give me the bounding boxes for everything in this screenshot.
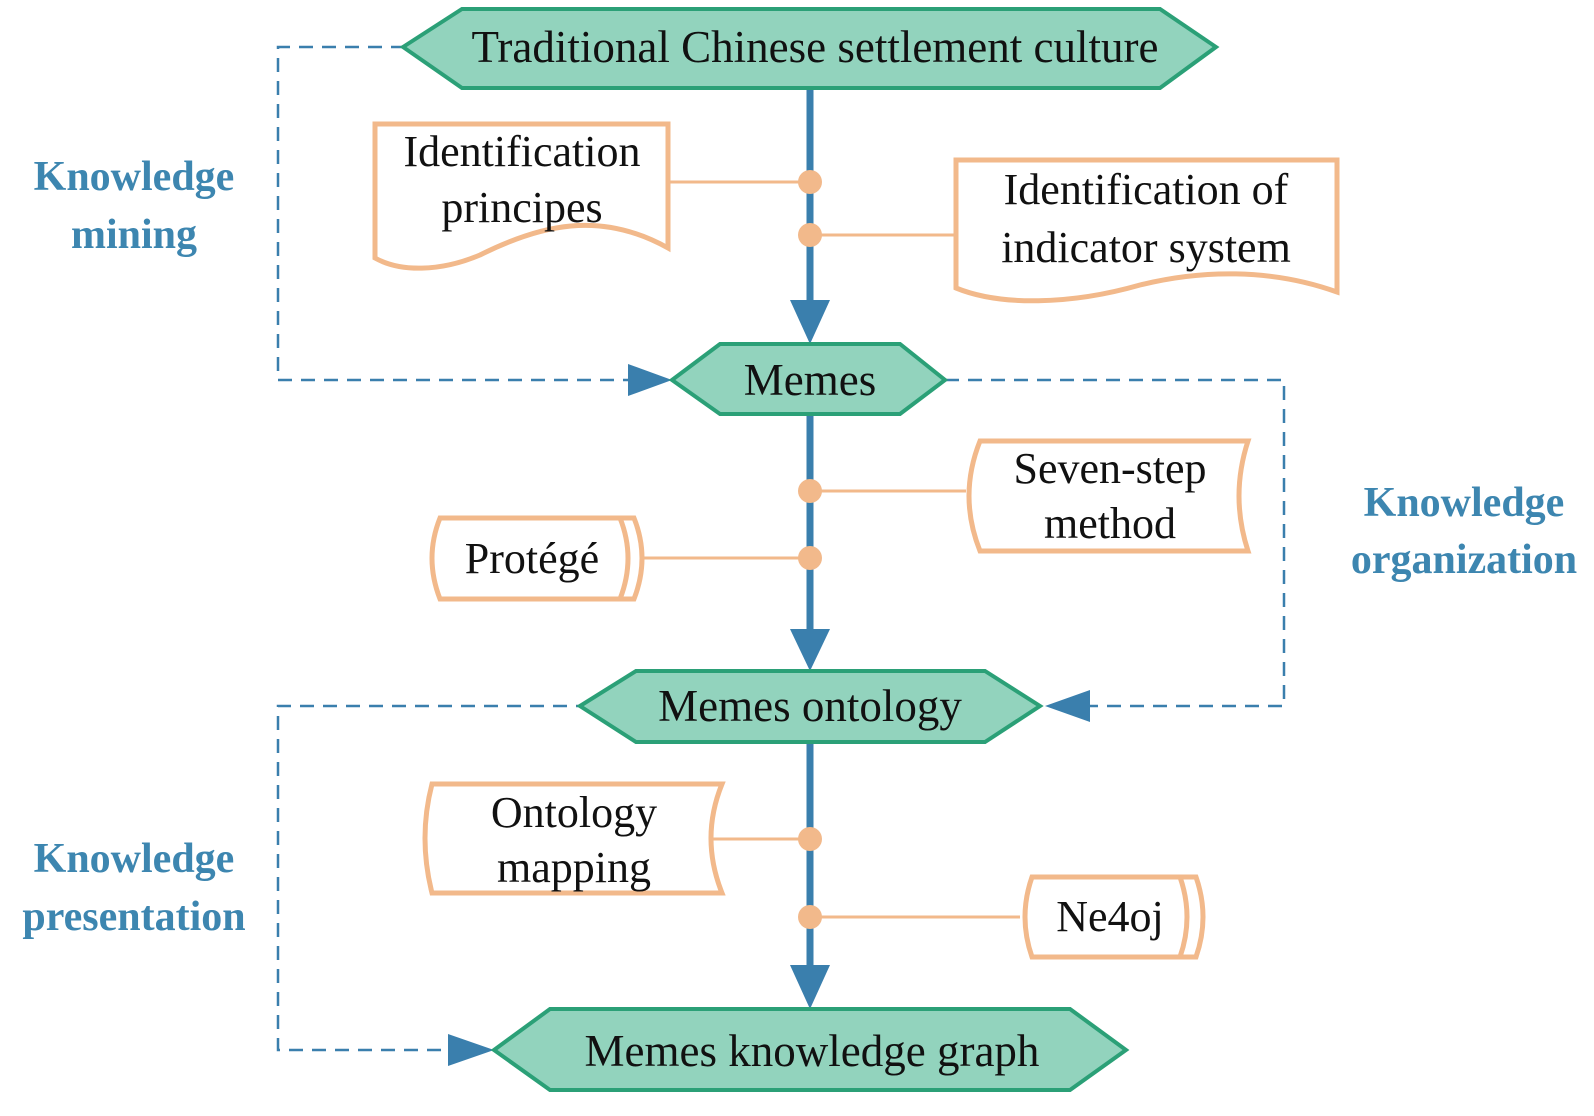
node-label: Memes [744,355,876,405]
box-line-1: Ontology [491,788,657,837]
box-seven-step-method: Seven-step method [966,438,1252,554]
box-identification-of-indicator-system: Identification of indicator system [953,157,1340,304]
arrow-to-memes-ontology [790,629,830,671]
arrow-to-memes-knowledge-graph [790,965,830,1009]
stage-line-1: Knowledge [1364,480,1565,526]
box-line-2: indicator system [1001,223,1291,272]
box-line-2: method [1044,499,1176,548]
box-line-2: mapping [497,843,651,892]
box-ontology-mapping: Ontology mapping [422,781,726,896]
node-label: Traditional Chinese settlement culture [472,22,1159,72]
knowledge-organization-dashed-connector [945,378,1286,722]
node-memes-knowledge-graph: Memes knowledge graph [490,1007,1130,1092]
node-traditional-chinese-settlement-culture: Traditional Chinese settlement culture [399,7,1220,90]
stage-line-2: presentation [22,894,245,940]
box-line-1: Identification of [1004,165,1289,214]
stage-line-1: Knowledge [34,154,235,200]
box-line-1: Ne4oj [1056,892,1164,941]
branch-dot-seven-step-method [798,479,822,503]
branch-dot-ontology-mapping [798,827,822,851]
node-memes-ontology: Memes ontology [576,669,1044,744]
branch-dot-identification-principles [798,170,822,194]
stage-label-knowledge-mining: Knowledge mining [34,154,235,258]
box-line-1: Protégé [465,534,599,583]
knowledge-mining-dashed-connector [276,45,672,396]
node-label: Memes ontology [658,681,962,731]
stage-line-1: Knowledge [34,836,235,882]
box-line-2: principes [441,183,602,232]
branch-dot-protege [798,546,822,570]
node-memes: Memes [668,342,949,416]
stage-label-knowledge-presentation: Knowledge presentation [22,836,245,940]
branch-dot-ne4oj [798,905,822,929]
branch-dot-indicator-system [798,223,822,247]
stage-line-2: mining [71,212,197,258]
node-label: Memes knowledge graph [585,1026,1040,1076]
box-protege: Protégé [429,515,645,602]
knowledge-presentation-dashed-connector [276,704,590,1066]
stage-line-2: organization [1351,537,1577,583]
main-flow-spine [790,88,830,1009]
box-line-1: Seven-step [1013,444,1206,493]
box-identification-principles: Identification principes [372,121,671,271]
box-line-1: Identification [403,127,640,176]
stage-label-knowledge-organization: Knowledge organization [1351,480,1577,583]
arrow-to-memes [790,300,830,344]
box-ne4oj: Ne4oj [1022,874,1206,960]
branch-connectors [634,170,1020,929]
